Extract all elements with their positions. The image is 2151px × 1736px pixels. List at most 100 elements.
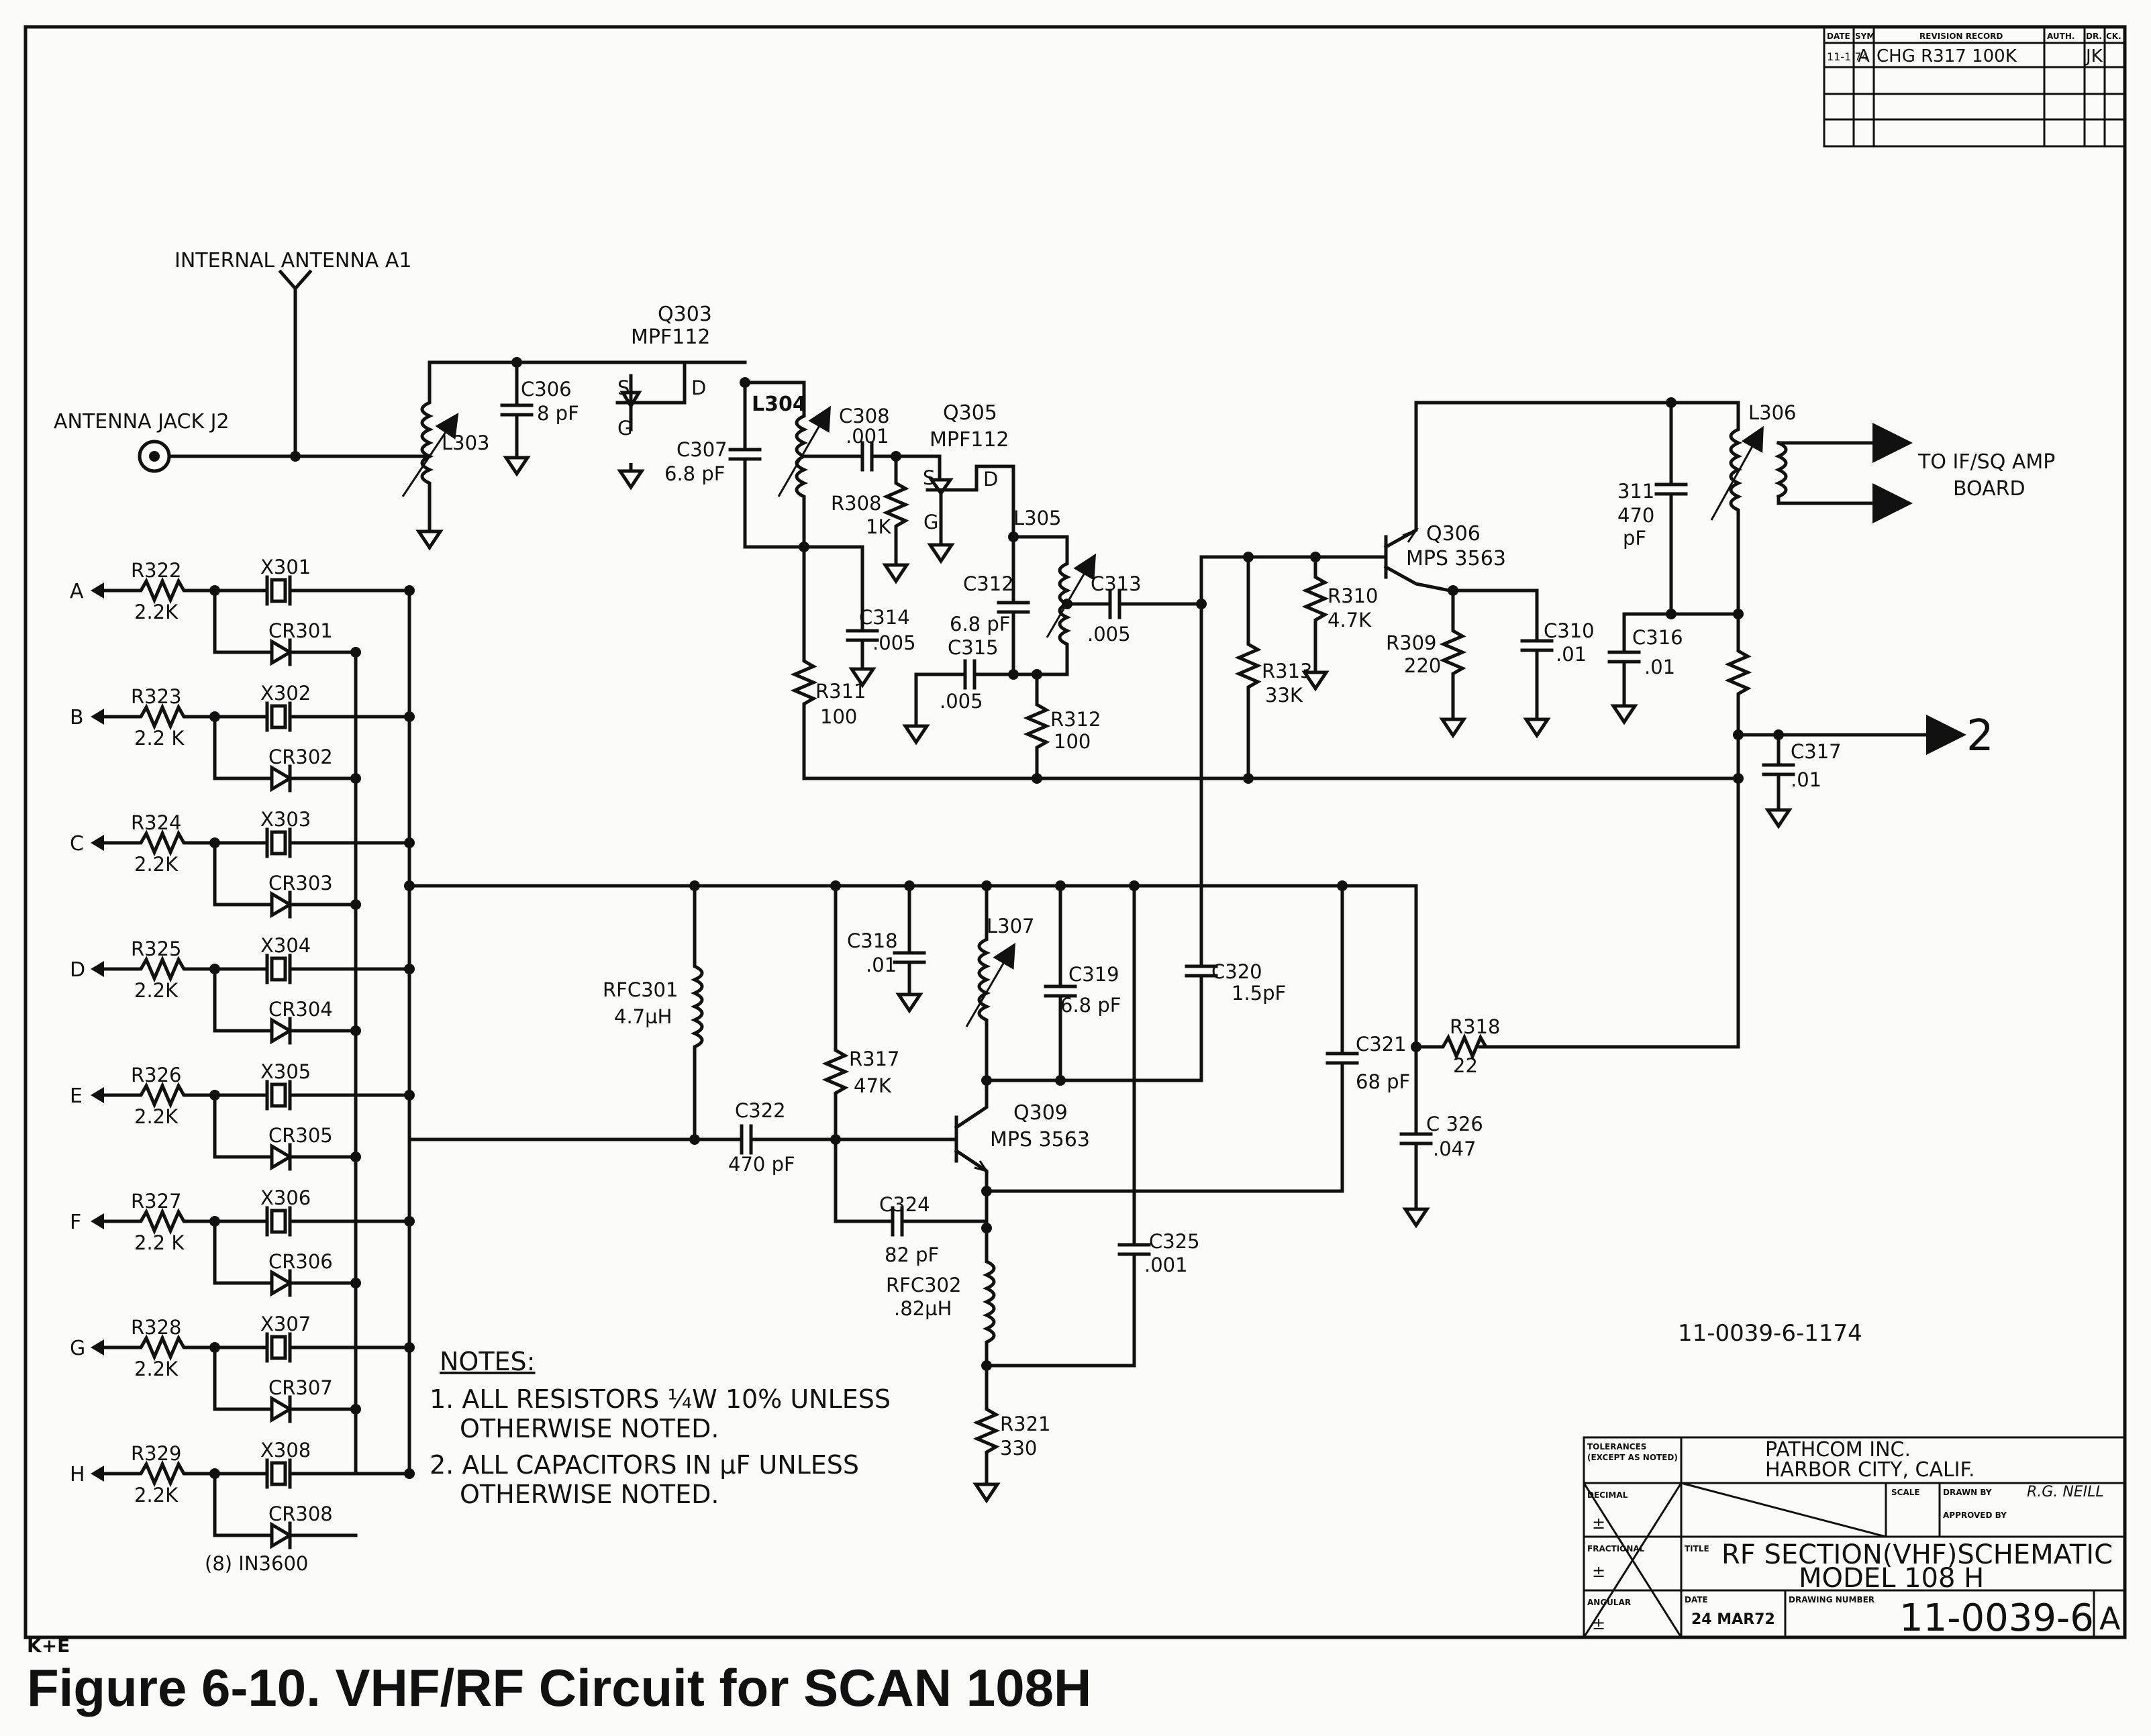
channel-resistor	[102, 703, 217, 731]
svg-text:470 pF: 470 pF	[728, 1153, 795, 1176]
c325	[985, 884, 1151, 1368]
notes-block: NOTES: 1. ALL RESISTORS ¼W 10% UNLESS OT…	[430, 1347, 891, 1509]
channel-resistor	[102, 1333, 217, 1362]
channel-resistor	[102, 829, 217, 857]
svg-text:R309: R309	[1386, 631, 1437, 654]
svg-text:(EXCEPT AS NOTED): (EXCEPT AS NOTED)	[1587, 1453, 1678, 1462]
c321	[985, 884, 1359, 1193]
diode-symbol	[213, 715, 358, 793]
antenna-icon	[278, 269, 313, 458]
antenna-jack-label: ANTENNA JACK J2	[54, 410, 230, 433]
r310	[1301, 555, 1330, 666]
drawing-rev: A	[2099, 1600, 2121, 1637]
svg-text:100: 100	[820, 705, 857, 728]
svg-text:330: 330	[1000, 1437, 1037, 1460]
c314	[802, 545, 879, 663]
l303-coil	[420, 360, 434, 525]
channel-letter: H	[70, 1463, 85, 1486]
diode-label: CR307	[268, 1376, 333, 1399]
svg-text:33K: 33K	[1265, 684, 1303, 707]
svg-text:4.7µH: 4.7µH	[614, 1005, 672, 1028]
resistor-value: 2.2 K	[134, 1231, 185, 1254]
diode-label: CR304	[268, 998, 333, 1021]
svg-text:.047: .047	[1433, 1137, 1477, 1160]
svg-text:.005: .005	[940, 690, 983, 713]
svg-text:L305: L305	[1013, 507, 1062, 529]
svg-text:C308: C308	[839, 405, 890, 427]
svg-text:TITLE: TITLE	[1685, 1544, 1709, 1553]
c317	[1762, 733, 1795, 804]
arrow-icon	[91, 1339, 104, 1356]
c318	[893, 884, 926, 988]
figure-caption: Figure 6-10. VHF/RF Circuit for SCAN 108…	[27, 1658, 1092, 1717]
svg-text:22: 22	[1453, 1054, 1478, 1077]
arrow-icon	[91, 961, 104, 977]
svg-text:R317: R317	[849, 1048, 900, 1070]
svg-text:SCALE: SCALE	[1891, 1488, 1920, 1497]
resistor-label: R327	[131, 1190, 182, 1213]
diode-symbol	[213, 1472, 358, 1549]
svg-text:R311: R311	[815, 680, 866, 703]
svg-text:C306: C306	[521, 378, 572, 401]
drawing-border	[23, 25, 2127, 1639]
svg-text:MPS 3563: MPS 3563	[990, 1128, 1090, 1152]
l307-coil	[977, 884, 991, 1082]
crystal-label: X306	[260, 1186, 311, 1209]
crystal-label: X307	[260, 1313, 311, 1335]
svg-text:.01: .01	[1644, 656, 1675, 678]
diodes-note: (8) IN3600	[205, 1552, 308, 1575]
svg-text:Q305: Q305	[943, 401, 997, 425]
svg-text:MPF112: MPF112	[930, 428, 1009, 452]
svg-text:G: G	[617, 417, 632, 440]
drawing-title-2: MODEL 108 H	[1799, 1563, 1984, 1594]
svg-text:4.7K: 4.7K	[1328, 609, 1372, 631]
svg-text:C322: C322	[735, 1099, 786, 1122]
svg-text:.005: .005	[1087, 623, 1131, 646]
svg-text:±: ±	[1592, 1615, 1605, 1633]
svg-text:Q309: Q309	[1013, 1101, 1068, 1125]
svg-text:C 326: C 326	[1426, 1113, 1483, 1135]
crystal-symbol	[213, 1206, 411, 1237]
rev-record: CHG R317 100K	[1877, 46, 2017, 66]
bias-network-1: C314 .005 R311 100	[790, 542, 1740, 780]
diode-symbol	[213, 1093, 358, 1171]
svg-text:DATE: DATE	[1685, 1595, 1708, 1604]
svg-text:L307: L307	[987, 915, 1035, 937]
r311	[790, 545, 818, 780]
c320	[1185, 602, 1218, 1082]
channel-resistor	[102, 1207, 217, 1235]
channel-letter: G	[70, 1337, 85, 1360]
resistor-value: 2.2K	[134, 853, 179, 876]
crystal-symbol	[213, 954, 411, 984]
c313	[1065, 589, 1203, 619]
diode-label: CR308	[268, 1502, 333, 1525]
resistor-label: R325	[131, 937, 182, 960]
l306-coil	[1669, 401, 1743, 616]
rf-amp-stage: C307 6.8 pF L304 C308 .001 R308 1K Q305 …	[664, 377, 1015, 581]
svg-text:L306: L306	[1748, 401, 1797, 424]
rev-sym-header: SYM	[1855, 32, 1874, 41]
r321	[972, 1364, 1001, 1478]
svg-text:MPF112: MPF112	[631, 325, 711, 349]
crystal-symbol	[213, 827, 411, 858]
svg-text:ANGULAR: ANGULAR	[1587, 1598, 1631, 1607]
r316	[1724, 612, 1752, 737]
rev-dr-header: DR.	[2086, 32, 2102, 41]
output-2-label: 2	[1966, 711, 1994, 761]
resistor-value: 2.2K	[134, 1484, 179, 1507]
c326	[1399, 1045, 1433, 1203]
svg-text:.005: .005	[872, 631, 916, 654]
company-name: PATHCOM INC.	[1765, 1438, 1911, 1462]
svg-text:C324: C324	[879, 1193, 930, 1216]
svg-text:C312: C312	[963, 572, 1014, 595]
rev-auth-header: AUTH.	[2047, 32, 2074, 41]
c307	[728, 380, 806, 549]
arrow-icon	[91, 835, 104, 851]
svg-text:R308: R308	[831, 492, 882, 515]
channel-letter: F	[70, 1211, 81, 1234]
svg-text:S: S	[923, 466, 935, 489]
board-label: BOARD	[1953, 477, 2025, 501]
crystal-label: X301	[260, 556, 311, 578]
resistor-value: 2.2 K	[134, 727, 185, 750]
svg-text:L303: L303	[442, 431, 490, 454]
